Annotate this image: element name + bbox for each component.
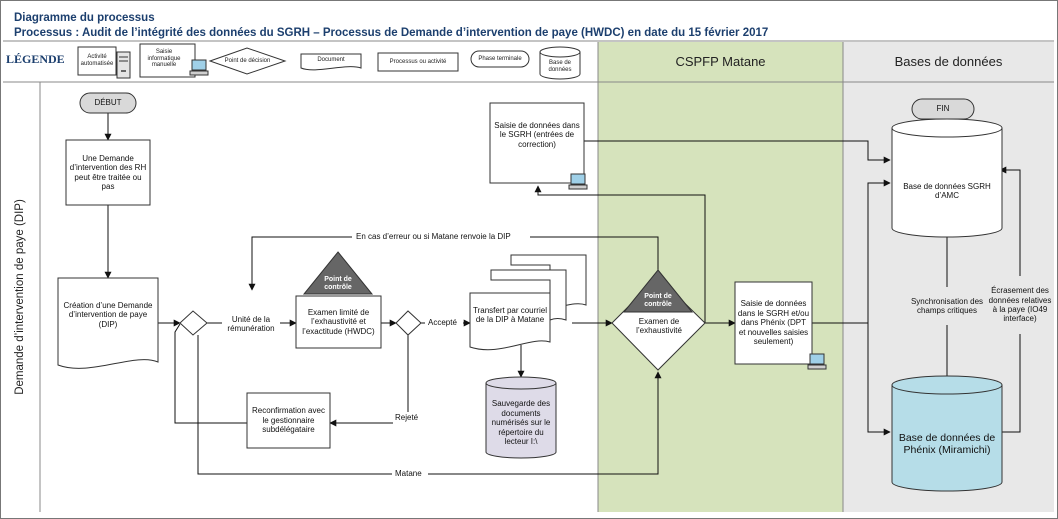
control-triangle-2 [622,269,694,313]
end-label: FIN [936,104,950,114]
error-loop-label: En cas d’erreur ou si Matane renvoie la … [356,232,511,241]
legend-document-shape [300,53,362,71]
matane-entry-box [734,281,813,365]
legend-process-label: Processus ou activité [389,58,447,65]
request-label: Une Demande d’intervention des RH peut ê… [69,153,147,191]
rejected-label: Rejeté [395,413,419,422]
matane-entry-label: Saisie de données dans le SGRH et/ou dan… [737,299,810,347]
rejected-label-bg [393,412,423,424]
transfer-documents [469,254,587,351]
overwrite-label-bg [988,276,1052,334]
limited-exam-label: Examen limité de l’exhaustivité et l’exa… [302,307,375,336]
legend-database-shape [539,46,581,80]
decision-diamond-2 [395,310,422,336]
request-box [65,139,151,206]
lane-middle-bg [598,42,843,512]
computer-icon [807,353,827,370]
unit-label: Unité de la rémunération [227,314,275,333]
db-sgrh [891,118,1003,238]
legend-label: LÉGENDE [6,52,65,66]
lane-right-title: Bases de données [894,54,1003,69]
sync-label: Synchronisation des champs critiques [910,296,984,315]
computer-icon [568,173,588,190]
db-phenix-label: Base de données de Phénix (Miramichi) [898,431,996,456]
sgrh-entry-label: Saisie de données dans le SGRH (entrées … [494,120,580,149]
computer-icon [189,59,209,76]
legend-shapes [77,43,581,80]
matane-label-bg [392,468,428,480]
start-terminal [79,92,137,114]
control-point-label-1: Point de contrôle [324,275,352,291]
control-triangle-1 [302,251,374,295]
sgrh-entry-box [489,102,585,184]
legend-automated-shape [77,46,117,76]
legend-manual-label: Saisie informatique manuelle [147,48,181,69]
backup-label: Sauvegarde des documents numérisés sur l… [491,399,551,447]
lane-left-text: Demande d’intervention de paye (DIP) [14,199,27,395]
control-point-label-2: Point de contrôle [644,292,672,308]
overwrite-label: Écrasement des données relatives à la pa… [988,286,1052,324]
db-phenix [891,375,1003,492]
legend-decision-label: Point de décision [224,57,271,64]
error-label-bg [352,231,530,243]
completeness-label: Examen de l’exhaustivité [636,316,682,335]
unit-label-bg [222,303,280,345]
legend-terminal-shape [470,50,530,68]
accepted-label-bg [425,317,463,329]
reconfirm-label: Reconfirmation avec le gestionnaire subd… [252,406,325,435]
creation-document [57,277,159,369]
transfer-label: Transfert par courriel de la DIP à Matan… [473,305,547,324]
diagram-title: Diagramme du processus [14,12,155,24]
creation-label: Création d’une Demande d’intervention de… [63,300,153,329]
server-icon [116,51,131,79]
legend-automated-label: Activité automatisée [80,54,114,67]
matane-route-label: Matane [395,469,422,478]
sync-label-bg [910,287,984,325]
start-label: DÉBUT [94,98,122,108]
decision-diamond-1 [179,310,208,336]
lane-left-title: Demande d’intervention de paye (DIP) [2,82,38,512]
legend-decision-shape [208,47,287,75]
legend-process-shape [377,52,459,72]
db-sgrh-label: Base de données SGRH d’AMC [903,181,991,200]
reconfirm-box [246,392,331,449]
accepted-label: Accepté [428,318,457,327]
legend-database-label: Base de données [548,60,572,73]
lane-middle-title: CSPFP Matane [675,54,766,69]
backup-database [485,376,557,459]
legend-terminal-label: Phase terminale [478,55,522,62]
diagram-subtitle: Processus : Audit de l’intégrité des don… [14,27,769,39]
legend-document-label: Document [317,56,345,63]
limited-exam-box [295,295,382,349]
